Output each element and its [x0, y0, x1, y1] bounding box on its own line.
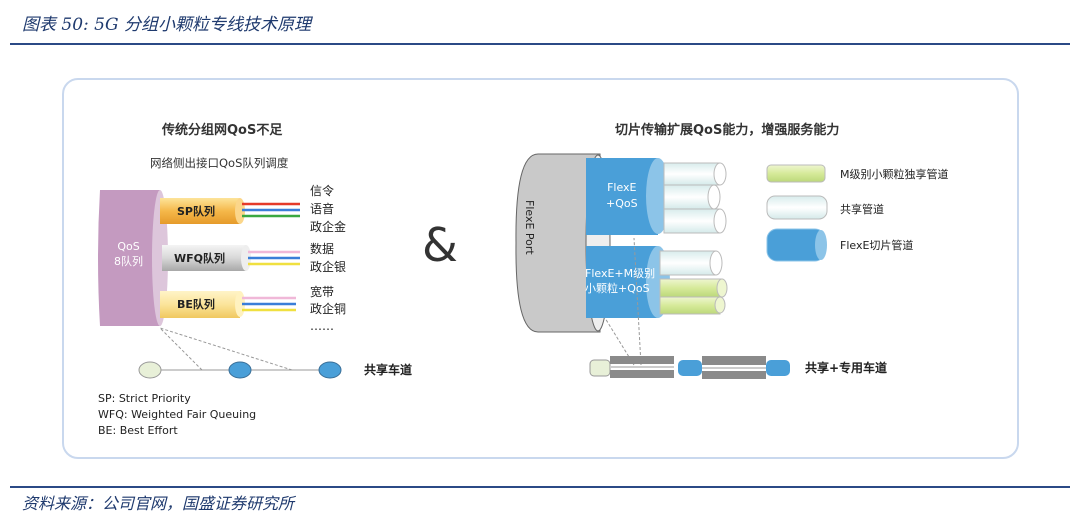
slice1-line: FlexE	[607, 181, 637, 194]
shared-dedicated-lane-network	[589, 237, 790, 379]
legend-be: BE: Best Effort	[98, 424, 178, 437]
slice2-line: FlexE+M级别	[585, 267, 656, 280]
legend-sp: SP: Strict Priority	[98, 392, 191, 405]
ampersand: &	[422, 218, 458, 272]
figure-title: 图表 50: 5G 分组小颗粒专线技术原理	[22, 15, 311, 35]
slice1-line: +QoS	[606, 197, 638, 210]
be-services: 宽带 政企铜 ……	[310, 284, 346, 335]
slice2-label: FlexE+M级别 小颗粒+QoS	[585, 266, 655, 296]
slice2-line: 小颗粒+QoS	[585, 282, 650, 295]
flexe-qos-slice-cylinder	[586, 158, 727, 235]
wfq-queue-label: WFQ队列	[174, 252, 225, 265]
be-queue-label: BE队列	[177, 298, 215, 311]
legend-shared-label: 共享管道	[840, 203, 884, 216]
left-title: 传统分组网QoS不足	[162, 123, 283, 138]
service-label: 宽带	[310, 285, 335, 299]
legend-tube-m-level	[766, 164, 826, 183]
slice1-label: FlexE +QoS	[606, 180, 638, 212]
legend-tube-shared	[766, 195, 828, 220]
wfq-queue-cylinder	[162, 245, 300, 271]
legend-wfq: WFQ: Weighted Fair Queuing	[98, 408, 257, 421]
right-title: 切片传输扩展QoS能力，增强服务能力	[615, 123, 840, 138]
qos-block-label: QoS 8队列	[114, 240, 143, 269]
shared-dedicated-lane-label: 共享+专用车道	[805, 361, 888, 375]
legend-flexe-label: FlexE切片管道	[840, 239, 914, 252]
bottom-divider	[10, 486, 1070, 488]
service-label: 语音	[310, 202, 335, 216]
source-note: 资料来源：公司官网，国盛证券研究所	[22, 494, 295, 513]
legend-m-level-label: M级别小颗粒独享管道	[840, 168, 949, 181]
diagram-panel	[62, 78, 1019, 459]
queue-legend: SP: Strict Priority WFQ: Weighted Fair Q…	[98, 391, 256, 439]
service-label: ……	[310, 319, 334, 333]
sp-services: 信令 语音 政企金	[310, 182, 346, 236]
shared-lane-label: 共享车道	[364, 363, 413, 377]
flexe-port-label: FlexE Port	[523, 200, 536, 255]
service-label: 信令	[310, 184, 335, 198]
qos-label: QoS	[117, 240, 140, 253]
service-label: 数据	[310, 242, 335, 256]
qos-queue-count: 8队列	[114, 255, 143, 268]
service-label: 政企金	[310, 220, 347, 234]
shared-lane-network	[138, 327, 342, 379]
sp-queue-cylinder	[160, 198, 300, 224]
service-label: 政企银	[310, 260, 347, 274]
legend-tube-flexe	[766, 228, 827, 262]
service-label: 政企铜	[310, 302, 347, 316]
be-queue-cylinder	[160, 291, 296, 318]
sp-queue-label: SP队列	[177, 205, 215, 218]
left-subtitle: 网络侧出接口QoS队列调度	[150, 156, 289, 170]
wfq-services: 数据 政企银	[310, 240, 346, 276]
flexe-m-slice-cylinder	[586, 246, 728, 318]
top-divider	[10, 43, 1070, 45]
